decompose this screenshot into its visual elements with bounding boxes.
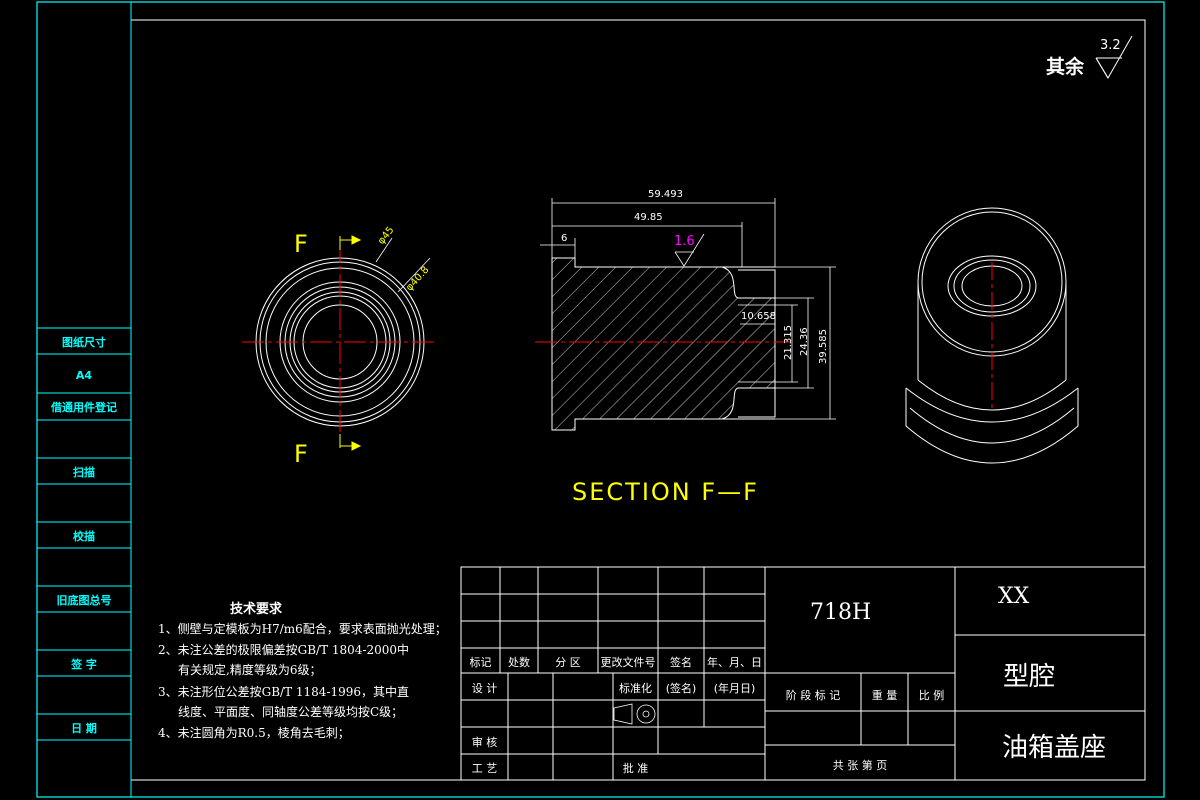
dim-bore-large: 24.36 (799, 327, 810, 356)
side-label-paper-size: 图纸尺寸 (62, 336, 106, 349)
dim-height: 39.585 (818, 329, 829, 364)
section-body (551, 257, 776, 431)
roughness-symbol-section (674, 233, 705, 267)
dim-bore-small: 21.315 (783, 325, 794, 360)
rev-header-zone: 分 区 (555, 656, 581, 669)
section-dimensions (540, 198, 836, 420)
standardize-label: 标准化 (619, 682, 652, 695)
dim-total-length: 59.493 (648, 189, 683, 200)
surface-finish-label: 其余 (1046, 56, 1085, 78)
weight-label: 重 量 (871, 689, 898, 702)
process-label: 工 艺 (471, 762, 498, 775)
front-view-leaders (375, 237, 431, 293)
title-block-grid (460, 566, 1146, 781)
outer-frame (36, 1, 1165, 798)
signature-label: (签名) (665, 682, 697, 695)
part-name-value: 油箱盖座 (1002, 733, 1107, 763)
dim-bore-depth: 10.658 (741, 311, 776, 322)
review-label: 审 核 (471, 736, 498, 749)
section-title: SECTION F—F (572, 478, 759, 506)
rev-header-date: 年、月、日 (707, 656, 762, 669)
roughness-value: 1.6 (674, 234, 695, 249)
tech-line-2: 2、未注公差的极限偏差按GB/T 1804-2000中 (158, 643, 410, 657)
front-view-centerlines (242, 240, 436, 445)
side-label-a4: A4 (75, 369, 93, 382)
date-label: (年月日) (713, 682, 756, 695)
tech-line-1: 1、侧壁与定模板为H7/m6配合，要求表面抛光处理； (158, 622, 447, 636)
side-label-trace: 校描 (73, 530, 95, 543)
approve-label: 批 准 (622, 762, 649, 775)
scale-label: 比 例 (918, 689, 945, 702)
side-column-grid (37, 2, 132, 797)
material-value: 718H (810, 600, 872, 625)
rev-header-doc: 更改文件号 (600, 656, 656, 669)
company-value: XX (998, 584, 1030, 609)
dim-body-length: 49.85 (634, 212, 663, 223)
dim-step: 6 (561, 233, 568, 244)
rev-header-sign: 签名 (670, 656, 692, 669)
side-label-scan: 扫描 (73, 466, 95, 479)
sheets-label: 共 张 第 页 (832, 759, 888, 772)
drawing-type-value: 型腔 (1003, 662, 1056, 692)
tech-line-4: 3、未注形位公差按GB/T 1184-1996，其中直 (158, 685, 410, 699)
tech-line-5: 线度、平面度、同轴度公差等级均按C级； (178, 705, 404, 719)
rev-header-count: 处数 (508, 656, 530, 669)
side-label-old-drawing: 旧底图总号 (56, 594, 112, 607)
section-cut-arrows (339, 235, 362, 451)
surface-finish-symbol (1095, 35, 1133, 79)
rev-header-mark: 标记 (469, 656, 492, 669)
tech-line-3: 有关规定,精度等级为6级； (178, 663, 322, 677)
tech-line-6: 4、未注圆角为R0.5，棱角去毛刺； (158, 726, 350, 740)
tech-heading: 技术要求 (230, 602, 283, 617)
stage-mark-label: 阶 段 标 记 (785, 689, 841, 702)
section-letter-top: F (294, 230, 308, 258)
side-label-sign: 签 字 (71, 658, 97, 671)
projection-symbol (613, 703, 656, 725)
side-label-common-parts: 借通用件登记 (51, 401, 117, 414)
side-label-date: 日 期 (71, 722, 97, 735)
section-letter-bottom: F (294, 440, 308, 468)
surface-finish-value: 3.2 (1100, 38, 1121, 53)
design-label: 设 计 (471, 682, 498, 695)
